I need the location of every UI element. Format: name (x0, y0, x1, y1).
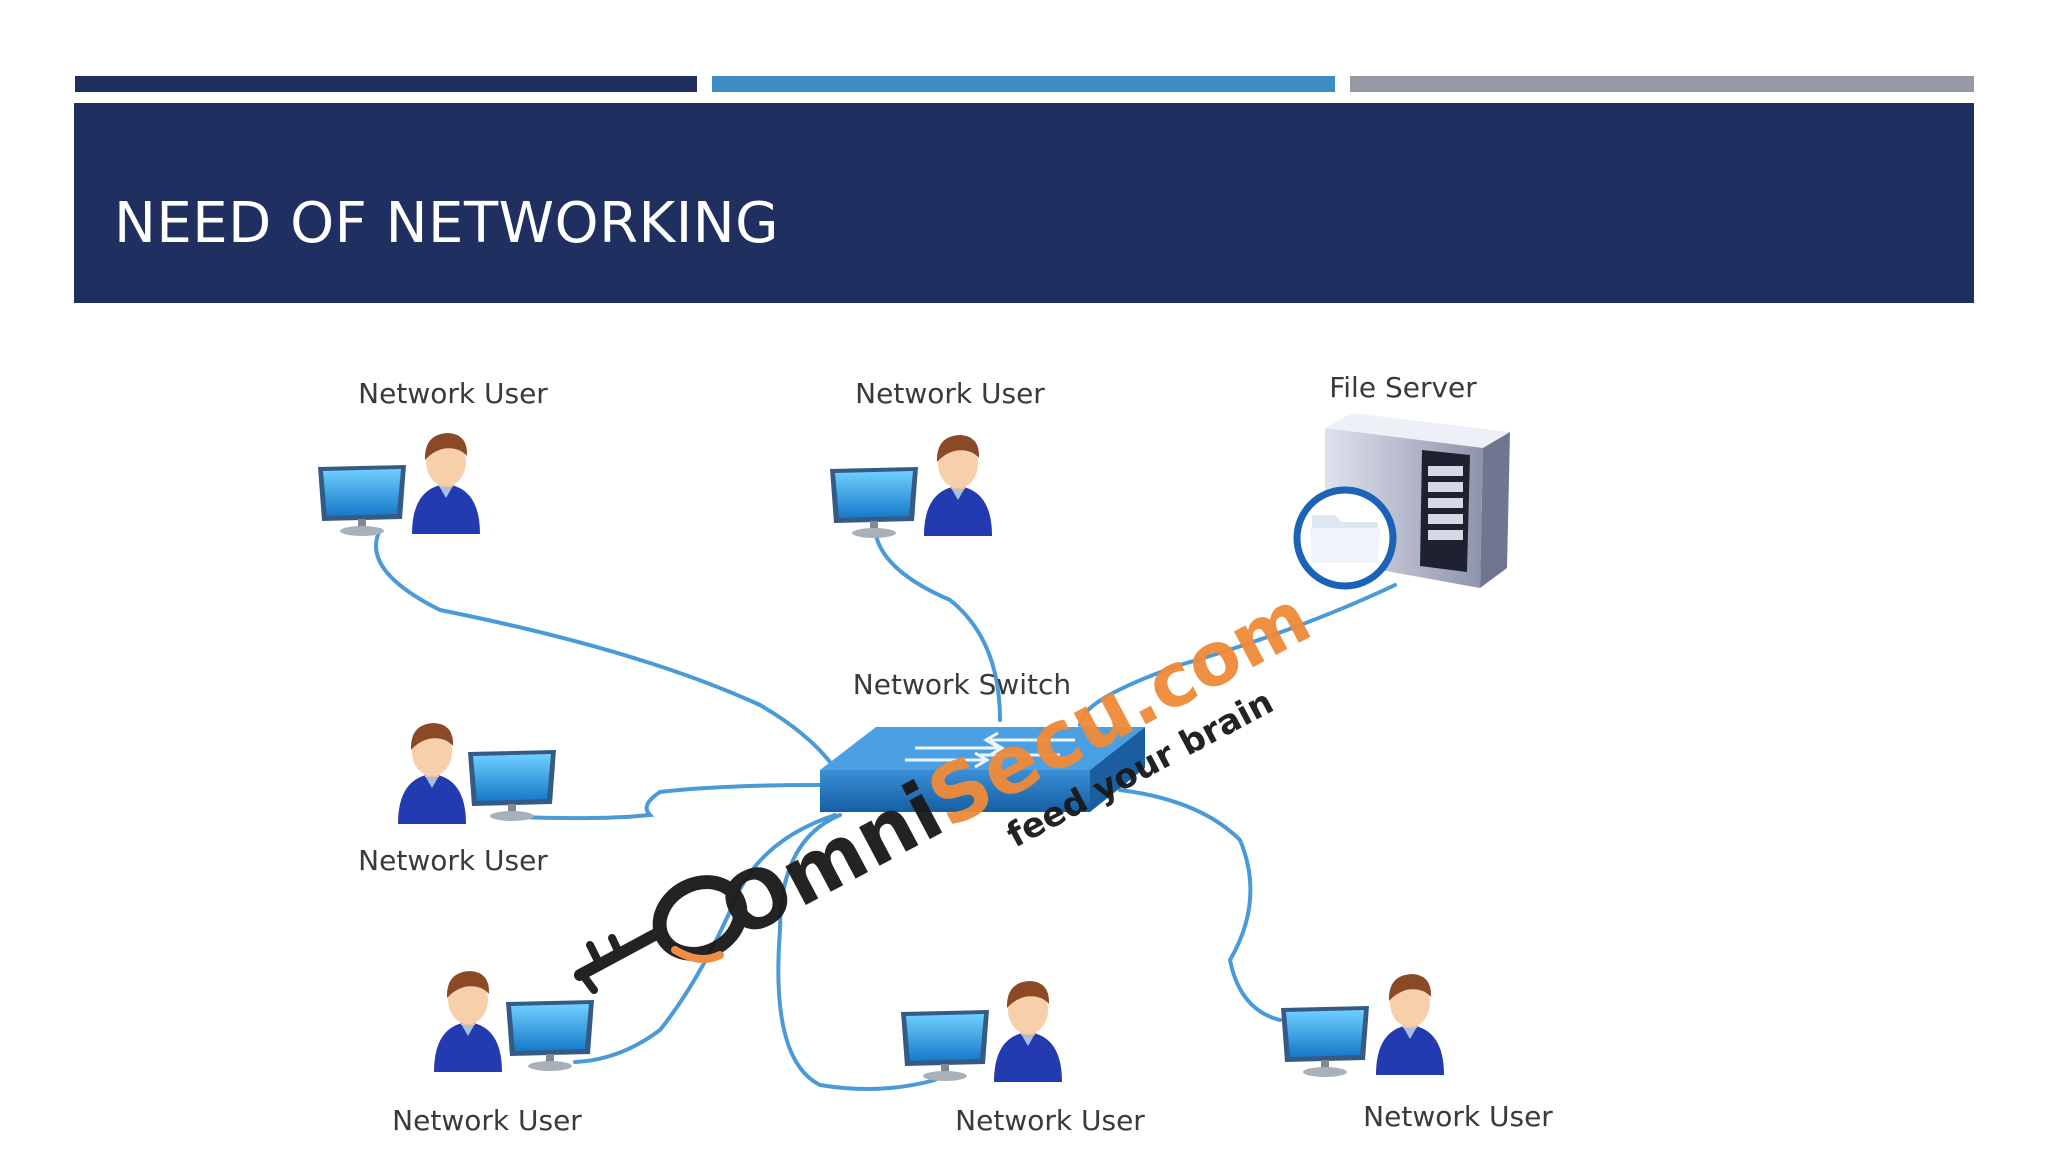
cable-user-top-left (374, 528, 844, 782)
file-server (1293, 413, 1510, 590)
label-user-bottom-right: Network User (1363, 1100, 1553, 1133)
cable-user-top-center (873, 528, 1002, 722)
cable-user-mid-left (518, 783, 822, 821)
label-user-bottom-left: Network User (392, 1104, 582, 1137)
label-file-server: File Server (1329, 371, 1477, 404)
network-switch (820, 727, 1145, 812)
cable-user-bottom-right (1118, 788, 1282, 1022)
key-icon (574, 875, 748, 994)
cable-file-server (1078, 583, 1397, 727)
label-user-top-left: Network User (358, 377, 548, 410)
user-station-top-center (830, 435, 992, 538)
label-user-mid-left: Network User (358, 844, 548, 877)
user-station-mid-left (398, 723, 556, 824)
user-station-bottom-left (434, 971, 594, 1072)
label-network-switch: Network Switch (853, 668, 1071, 701)
label-user-bottom-center: Network User (955, 1104, 1145, 1137)
user-station-top-left (318, 433, 480, 536)
accent-bar-blue (712, 76, 1335, 92)
omnisecu-watermark: OmniSecu.com feed your brain (574, 569, 1324, 994)
cables (374, 528, 1397, 1091)
accent-bar-navy (75, 76, 697, 92)
user-station-bottom-right (1281, 974, 1444, 1077)
cable-user-bottom-center (776, 813, 937, 1091)
accent-bar-gray (1350, 76, 1974, 92)
user-station-bottom-center (901, 981, 1062, 1082)
page-title: NEED OF NETWORKING (114, 191, 780, 256)
title-band: NEED OF NETWORKING (74, 103, 1974, 303)
svg-text:OmniSecu.com: OmniSecu.com (705, 569, 1324, 957)
label-user-top-center: Network User (855, 377, 1045, 410)
